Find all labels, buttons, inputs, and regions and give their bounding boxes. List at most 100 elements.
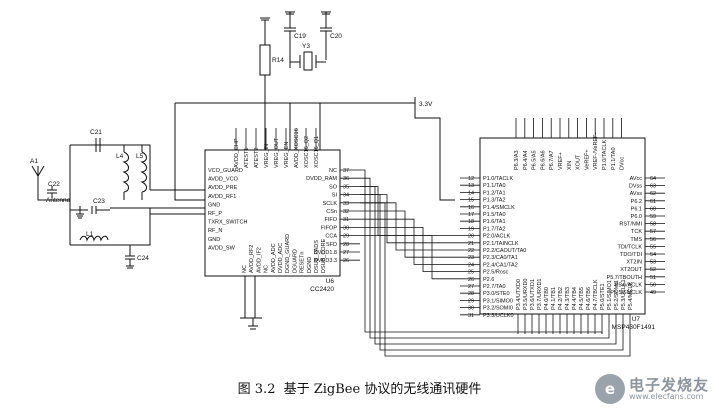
msp430-top-pin-label: P6.3/A3	[514, 150, 520, 170]
msp430-right-pin-number: 61	[650, 199, 656, 205]
msp430-left-pin-label: P1.5/TA0	[483, 212, 506, 218]
msp430-bottom-pin-label: P4.3/TB3	[565, 287, 571, 310]
msp430-left-pin-label: P2.1/TAINCLK	[483, 241, 519, 247]
msp430-ref: U7	[632, 316, 641, 323]
msp430-left-pin-number: 27	[468, 284, 474, 290]
cc2420-top-pin-label: XOSC16_Q1	[314, 136, 320, 168]
capacitor-c19: C19	[284, 11, 306, 68]
cc2420-ground-wire	[240, 276, 262, 330]
bus-loop-wire	[360, 186, 617, 345]
cc2420-bottom-pin-label: AVDD_RF2	[249, 245, 255, 273]
resistor-r14: R14	[259, 17, 284, 103]
msp430-bottom-pin-label: P4.0/TB0	[544, 287, 550, 310]
msp430-bottom-pin-label: P5.4/MCLK	[628, 282, 634, 310]
msp430-bottom-pin-label: P5.3/UCLK1	[621, 279, 627, 310]
msp430-left-pin-label: P2.0/ACLK	[483, 234, 511, 240]
msp430-left-pin-number: 19	[468, 226, 474, 232]
power-to-msp430-wire	[414, 109, 455, 201]
msp430-right-pin-label: AVcc	[630, 176, 643, 182]
msp430-top-pin-label: P6.4/A4	[523, 150, 529, 170]
msp430-bottom-pin-label: P3.6/UTXD1	[530, 279, 536, 310]
msp430-top-pin-label: XIN	[567, 161, 573, 170]
msp430-right-pin-number: 59	[650, 214, 656, 220]
inductor-l4: L4	[116, 145, 129, 200]
bus-wire	[360, 227, 460, 272]
msp430-right-pin-number: 56	[650, 237, 656, 243]
cc2420-right-pin-number: 27	[343, 250, 349, 256]
cc2420-bottom-pin-label: AVDD_ADC	[271, 243, 277, 273]
cc2420-top-pin-label: ATEST1	[244, 148, 250, 168]
msp430-left-pin-number: 17	[468, 212, 474, 218]
msp430-left-pin-number: 30	[468, 306, 474, 312]
msp430-right-pin-number: 64	[650, 176, 656, 182]
msp430-left-pin-number: 20	[468, 234, 474, 240]
msp430-top-pin-label: P1.0/TACLK	[602, 140, 608, 170]
msp430-left-pin-label: P1.3/TA2	[483, 198, 506, 204]
msp430-right-pin-number: 54	[650, 252, 656, 258]
cc2420-right-pin-number: 26	[343, 258, 349, 264]
cc2420-right-pin-number: 28	[343, 242, 349, 248]
msp430-bottom-pin-label: P4.7/TBCLK	[593, 279, 599, 310]
msp430-right-pin-number: 62	[650, 191, 656, 197]
msp430-bottom-pin-label: P3.7/URXD1	[537, 279, 543, 311]
ground-symbol-rf	[76, 206, 84, 219]
msp430-left-pin-number: 16	[468, 205, 474, 211]
cc2420-top-pin-label: ATEST2	[254, 148, 260, 168]
c21-label: C21	[90, 129, 102, 136]
cc2420-right-pin-number: 34	[343, 193, 349, 199]
msp430-right-pin-label: TDI/TCLK	[618, 244, 643, 250]
cc2420-bottom-pin-label: NC	[242, 265, 248, 273]
msp430-bottom-pin-label: P5.1/SIMO1	[607, 280, 613, 310]
cc2420-top-pin-label: AVDD_XOSC16	[294, 128, 300, 168]
msp430-bottom-pin-label: P4.2/TB2	[558, 287, 564, 310]
cc2420-right-pin-label: CSn	[326, 209, 337, 215]
rf-network-wires	[69, 144, 205, 246]
bus-wire	[360, 210, 460, 258]
cc2420-bottom-pin-label: DSUB_CORE	[321, 238, 327, 273]
watermark-logo-icon: e	[594, 374, 625, 404]
cc2420-bottom-pin-label: DVDD_ADC	[278, 243, 284, 273]
cc2420-left-pins: VCO_GUARDAVDD_VCOAVDD_PREAVDD_RF1GNDRF_P…	[208, 168, 247, 251]
figure-number: 图 3.2	[237, 382, 276, 397]
cc2420-bottom-pin-label: RESETn	[300, 252, 306, 273]
msp430-right-pin-label: P6.0	[631, 214, 642, 220]
antenna-ref: A1	[30, 158, 38, 165]
msp430-right-pin-label: TCK	[631, 229, 642, 235]
msp430-left-pin-label: P3.1/SIMO0	[483, 298, 513, 304]
cc2420-right-pin-number: 37	[343, 168, 349, 174]
cc2420-right-pin-label: SO	[329, 184, 338, 190]
cc2420-right-pin-number: 33	[343, 201, 349, 207]
msp430-left-pin-number: 21	[468, 241, 474, 247]
cc2420-right-pin-number: 30	[343, 225, 349, 231]
cc2420-right-pin-number: 31	[343, 217, 349, 223]
spi-bus-wires	[360, 169, 631, 357]
c20-label: C20	[330, 33, 342, 40]
capacitor-c24: C24	[125, 245, 149, 269]
msp430-right-pin-label: P5.6/ACLK	[615, 282, 643, 288]
msp430-right-pin-label: XT2OUT	[620, 267, 642, 273]
msp430-right-pin-number: 58	[650, 222, 656, 228]
msp430-left-pin-label: P3.2/SOMI0	[483, 306, 513, 312]
power-label: 3.3V	[419, 101, 433, 108]
msp430-left-pin-number: 26	[468, 277, 474, 283]
cc2420-bottom-pin-label: DGND	[307, 257, 313, 273]
msp430-top-pin-label: VREF-/VeREF-	[593, 133, 599, 170]
msp430-left-pin-number: 29	[468, 298, 474, 304]
msp430-bottom-pin-label: P4.5/TB5	[579, 287, 585, 310]
cc2420-left-pin-label: GND	[208, 237, 220, 243]
cc2420-top-pin-label: XOSC16_Q2	[304, 136, 310, 168]
msp430-right-pin-number: 63	[650, 184, 656, 190]
bus-loop-wire	[360, 202, 631, 357]
msp430-left-pin-number: 12	[468, 176, 474, 182]
msp430-chip	[479, 137, 646, 315]
bus-loop-wire	[360, 194, 624, 351]
bus-loop-wire	[360, 177, 610, 339]
msp430-bottom-pin-label: P3.5/URXD0	[523, 279, 529, 311]
cc2420-right-pin-number: 32	[343, 209, 349, 215]
msp430-left-pin-label: P2.6	[483, 277, 494, 283]
msp430-left-pin-label: P1.6/TA1	[483, 219, 506, 225]
cc2420-bottom-pin-label: NC	[264, 265, 270, 273]
